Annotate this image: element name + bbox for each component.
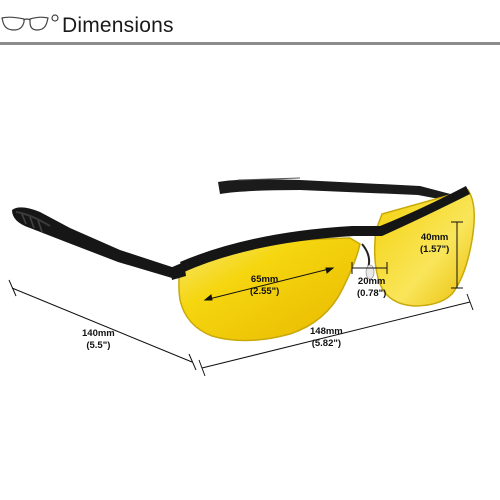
page-title: Dimensions bbox=[62, 14, 174, 37]
frame-width-line bbox=[201, 301, 471, 369]
lens-height-label: 40mm (1.57") bbox=[420, 232, 450, 255]
frame-top-bar bbox=[170, 186, 470, 280]
temple-length-line bbox=[11, 287, 193, 363]
bridge-label: 20mm (0.78") bbox=[357, 276, 387, 299]
lens-width-label: 65mm (2.55") bbox=[250, 274, 280, 297]
frame-width-label: 148mm (5.82") bbox=[310, 326, 343, 349]
measurement-lines bbox=[8, 221, 474, 377]
far-temple-arm bbox=[218, 177, 458, 202]
near-temple-arm bbox=[12, 207, 200, 280]
header-divider bbox=[0, 42, 500, 45]
header: Dimensions bbox=[0, 0, 500, 46]
glasses-icon bbox=[1, 14, 59, 31]
nose-pad bbox=[361, 243, 375, 280]
lens-width-line bbox=[204, 267, 334, 301]
temple-length-label: 140mm (5.5") bbox=[82, 328, 115, 351]
